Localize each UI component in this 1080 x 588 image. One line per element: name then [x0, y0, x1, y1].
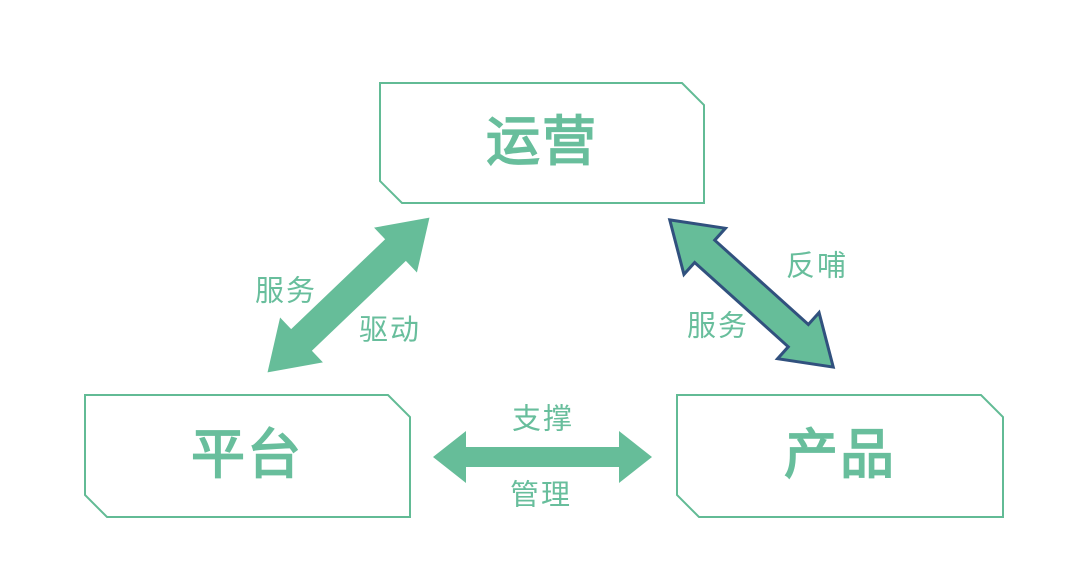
- node-label-operations: 运营: [486, 112, 598, 172]
- node-box-operations: [379, 82, 705, 204]
- edge-label-operations-product-lower: 服务: [686, 310, 750, 343]
- edge-label-operations-product-upper: 反哺: [785, 250, 849, 283]
- double-arrow-platform-product-icon: [433, 431, 652, 483]
- double-arrow-operations-product-icon: [667, 218, 836, 369]
- edge-label-platform-operations-upper: 服务: [254, 275, 318, 308]
- node-box-product: [676, 394, 1004, 518]
- node-label-product: 产品: [784, 425, 896, 485]
- edge-label-platform-product-upper: 支撑: [511, 403, 575, 436]
- double-arrow-platform-operations-icon: [267, 217, 430, 373]
- edge-label-platform-operations-lower: 驱动: [358, 314, 422, 347]
- node-label-platform: 平台: [191, 425, 303, 485]
- node-box-platform: [84, 394, 411, 518]
- edge-label-platform-product-lower: 管理: [509, 479, 573, 512]
